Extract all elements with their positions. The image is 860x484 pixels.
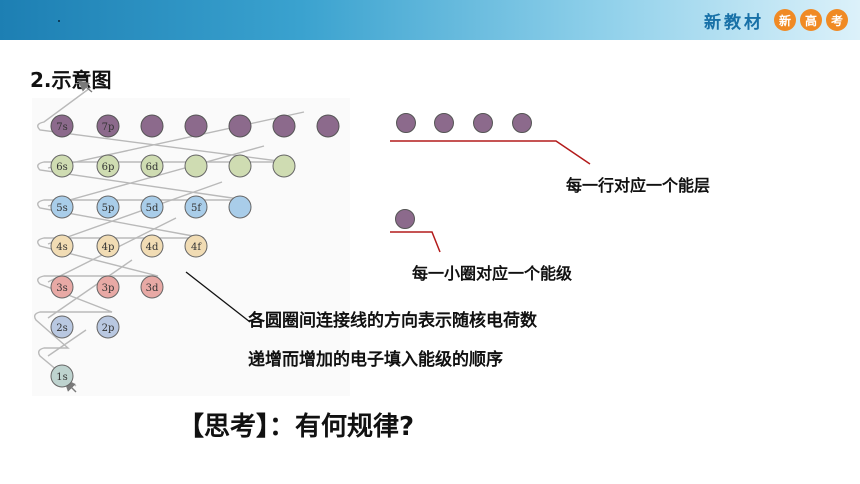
orbital-row-3: 3s 3p 3d <box>50 275 164 299</box>
orbital-7p: 7p <box>102 122 115 133</box>
orbital-2s: 2s <box>56 323 68 334</box>
section-heading: 2.示意图 <box>30 68 112 92</box>
orbital-5f: 5f <box>191 203 202 214</box>
orbital-3p: 3p <box>102 283 115 294</box>
brand-text: 新教材 <box>704 12 764 33</box>
row-label: 每一行对应一个能层 <box>566 176 711 195</box>
orbital-4f: 4f <box>191 242 202 253</box>
orbital-6d: 6d <box>146 162 159 173</box>
orbital-7s: 7s <box>56 122 68 133</box>
brand-badge-2: 高 <box>800 9 822 31</box>
legend-row-circles <box>396 113 532 133</box>
orbital-row-7: 7s 7p <box>50 114 340 138</box>
orbital-5d: 5d <box>146 203 159 214</box>
circle-label-leader-line <box>390 231 441 253</box>
legend-single-circle <box>395 209 415 229</box>
orbital-5p: 5p <box>102 203 115 214</box>
orbital-6s: 6s <box>56 162 68 173</box>
top-banner: 新教材 新 高 考 <box>0 0 860 40</box>
orbital-5s: 5s <box>56 203 68 214</box>
row-label-leader-line <box>390 140 591 165</box>
orbital-row-6: 6s 6p 6d <box>50 154 296 178</box>
brand-badge-1: 新 <box>774 9 796 31</box>
orbital-4d: 4d <box>146 242 159 253</box>
orbital-4p: 4p <box>102 242 115 253</box>
description-line-2: 递增而增加的电子填入能级的顺序 <box>248 350 503 370</box>
orbital-2p: 2p <box>102 323 115 334</box>
orbital-row-4: 4s 4p 4d 4f <box>50 234 208 258</box>
orbital-3d: 3d <box>146 283 159 294</box>
orbital-1s: 1s <box>56 372 68 383</box>
description-pointer-line <box>185 271 251 323</box>
orbital-6p: 6p <box>102 162 115 173</box>
banner-dot <box>58 20 60 22</box>
orbital-row-2: 2s 2p <box>50 315 120 339</box>
brand-badge-3: 考 <box>826 9 848 31</box>
path-end-arrow <box>77 80 93 93</box>
orbital-row-1: 1s <box>50 364 74 388</box>
orbital-4s: 4s <box>56 242 68 253</box>
brand-logo: 新教材 新 高 考 <box>704 6 848 34</box>
orbital-3s: 3s <box>56 283 68 294</box>
circle-label: 每一小圈对应一个能级 <box>412 264 573 283</box>
orbital-row-5: 5s 5p 5d 5f <box>50 195 252 219</box>
thinking-question: 【思考】：有何规律? <box>178 412 415 442</box>
description-line-1: 各圆圈间连接线的方向表示随核电荷数 <box>248 311 537 331</box>
